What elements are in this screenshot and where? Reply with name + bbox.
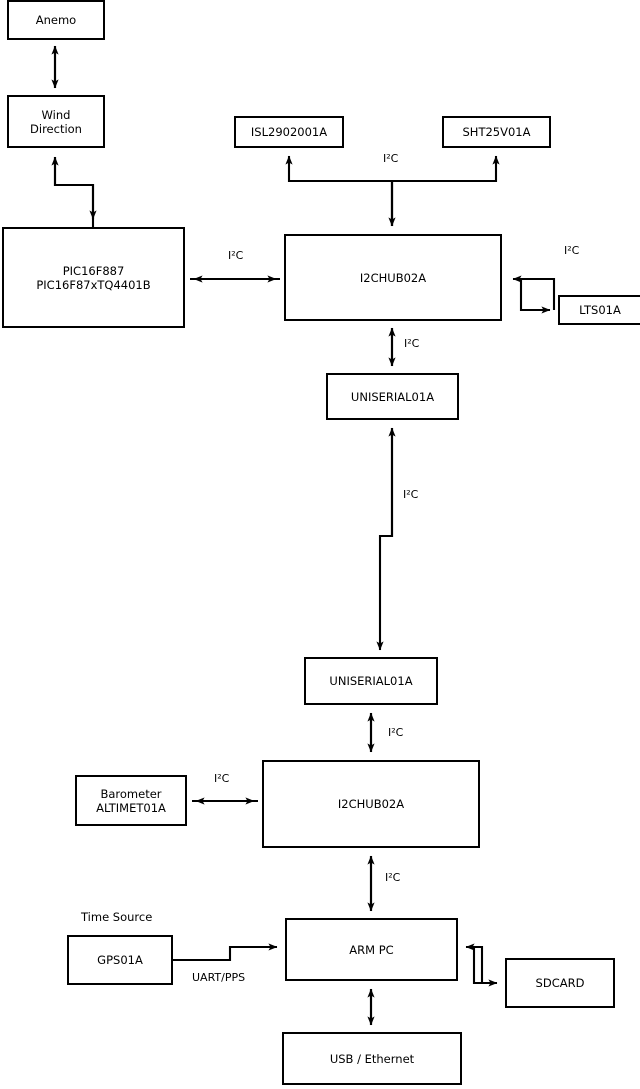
node-usb-ethernet[interactable]: USB / Ethernet: [282, 1032, 462, 1085]
node-barometer-altimet01a-label: Barometer ALTIMET01A: [96, 786, 166, 815]
wire-label-i2c-sensor-bus: I²C: [383, 152, 399, 165]
wire-label-i2c-hub2-armpc: I²C: [385, 871, 401, 884]
wire-label-i2c-barometer-hub2: I²C: [214, 772, 230, 785]
wire-armpc-to-sdcard: [472, 947, 498, 987]
wire-uniserial-link-down: [376, 428, 394, 651]
node-arm-pc[interactable]: ARM PC: [285, 918, 458, 981]
wire-label-i2c-pic-hub: I²C: [228, 249, 244, 262]
node-i2chub02a-bottom[interactable]: I2CHUB02A: [262, 760, 480, 848]
wire-wind-to-pic: [53, 157, 97, 220]
node-anemo[interactable]: Anemo: [7, 0, 105, 40]
label-time-source: Time Source: [81, 910, 153, 924]
node-arm-pc-label: ARM PC: [349, 942, 394, 957]
wire-gps-to-armpc: [172, 943, 278, 962]
wire-sdcard-to-armpc: [465, 943, 484, 983]
wire-hub-to-sht: [390, 155, 500, 226]
node-wind-direction-label: Wind Direction: [30, 107, 82, 136]
node-uniserial01a-upper[interactable]: UNISERIAL01A: [326, 373, 459, 420]
wire-label-i2c-hub-uniserial: I²C: [404, 337, 420, 350]
node-barometer-altimet01a[interactable]: Barometer ALTIMET01A: [75, 775, 187, 826]
node-lts01a-label: LTS01A: [579, 303, 621, 317]
node-uniserial01a-lower[interactable]: UNISERIAL01A: [304, 657, 438, 705]
node-lts01a[interactable]: LTS01A: [558, 295, 640, 325]
node-pic-mcu-label: PIC16F887 PIC16F87xTQ4401B: [36, 263, 151, 292]
node-pic-mcu[interactable]: PIC16F887 PIC16F87xTQ4401B: [2, 227, 185, 328]
node-sdcard[interactable]: SDCARD: [505, 958, 615, 1008]
node-gps01a[interactable]: GPS01A: [67, 935, 173, 985]
wire-label-uart-pps: UART/PPS: [192, 971, 246, 984]
wire-label-i2c-uniserial-hub2: I²C: [388, 726, 404, 739]
wire-uniserial-link-up: [380, 427, 396, 538]
node-isl2902001a-label: ISL2902001A: [250, 125, 328, 139]
node-isl2902001a[interactable]: ISL2902001A: [234, 116, 344, 148]
node-i2chub02a-top[interactable]: I2CHUB02A: [284, 234, 502, 321]
wire-pic-to-wind: [51, 156, 95, 227]
wire-hub-to-lts: [519, 279, 551, 314]
node-gps01a-label: GPS01A: [97, 953, 143, 967]
wire-label-i2c-uniserial-link: I²C: [403, 488, 419, 501]
node-sht25v01a-label: SHT25V01A: [462, 125, 531, 139]
node-sdcard-label: SDCARD: [535, 976, 585, 990]
node-usb-ethernet-label: USB / Ethernet: [329, 1051, 415, 1066]
wire-label-i2c-hub-lts: I²C: [564, 244, 580, 257]
node-i2chub02a-top-label: I2CHUB02A: [359, 270, 427, 285]
node-wind-direction[interactable]: Wind Direction: [7, 95, 105, 148]
wire-hub-to-isl: [285, 155, 394, 226]
wire-lts-to-hub: [512, 275, 556, 310]
node-i2chub02a-bottom-label: I2CHUB02A: [337, 797, 405, 811]
node-anemo-label: Anemo: [35, 13, 77, 27]
node-sht25v01a[interactable]: SHT25V01A: [442, 116, 551, 148]
node-uniserial01a-lower-label: UNISERIAL01A: [329, 674, 413, 688]
node-uniserial01a-upper-label: UNISERIAL01A: [350, 389, 435, 404]
